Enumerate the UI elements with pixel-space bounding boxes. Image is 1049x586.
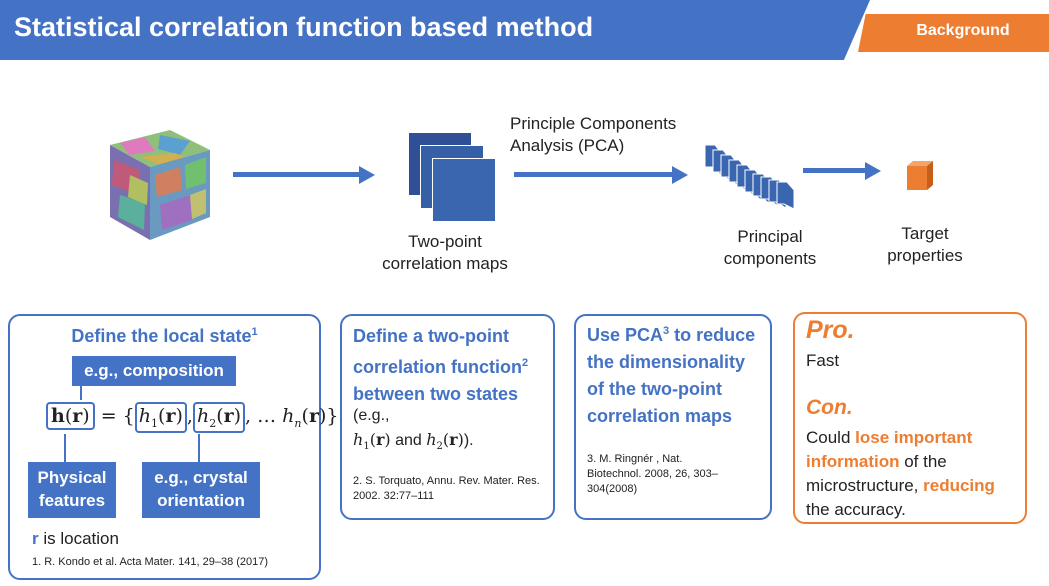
target-properties-label: Target properties	[887, 224, 963, 265]
local-state-equation: h(r) = {h1(r),h2(r), … hn(r)}	[46, 402, 338, 434]
title-banner	[0, 0, 870, 60]
correlation-maps-label: Two-point correlation maps	[382, 232, 508, 273]
pro-text: Fast	[806, 351, 840, 370]
section-tag	[858, 14, 1049, 52]
con-text: Could lose important information of the …	[806, 428, 995, 519]
target-cube-icon	[907, 161, 933, 190]
principal-components-label: Principal components	[723, 227, 817, 268]
crystal-orientation-box: e.g., crystal orientation	[142, 462, 260, 518]
panel1-heading: Define the local state1	[71, 326, 258, 346]
connector-composition	[80, 386, 82, 400]
flow-arrowhead-2	[672, 166, 688, 184]
page-title: Statistical correlation function based m…	[14, 12, 594, 42]
pro-heading: Pro.	[806, 316, 855, 344]
location-note: r is location	[32, 529, 119, 548]
flow-arrow-1	[233, 172, 361, 177]
section-tag-label: Background	[916, 22, 1010, 39]
panel2-body: (e.g., h1(r) and h2(r)).	[353, 407, 474, 453]
principal-components-stack	[704, 144, 795, 210]
composition-box: e.g., composition	[72, 356, 236, 386]
flow-arrow-3	[803, 168, 867, 173]
flow-arrowhead-3	[865, 162, 881, 180]
con-heading: Con.	[806, 396, 853, 419]
correlation-map-front	[432, 158, 496, 222]
citation-1: 1. R. Kondo et al. Acta Mater. 141, 29–3…	[32, 556, 269, 568]
microstructure-cube-image	[110, 130, 210, 240]
flow-arrow-2	[514, 172, 674, 177]
panel-correlation-function	[340, 314, 555, 520]
flow-arrowhead-1	[359, 166, 375, 184]
panel2-heading: Define a two-point correlation function2…	[353, 326, 529, 404]
panel-pca	[574, 314, 772, 520]
physical-features-box: Physical features	[28, 462, 116, 518]
panel3-heading: Use PCA3 to reduce the dimensionality of…	[587, 325, 756, 426]
connector-crystal	[198, 434, 200, 462]
pca-label: Principle Components Analysis (PCA)	[510, 114, 677, 155]
connector-physical	[64, 434, 66, 462]
panel-pros-cons	[793, 312, 1027, 524]
citation-3: 3. M. Ringnér , Nat. Biotechnol. 2008, 2…	[587, 453, 718, 495]
citation-2: 2. S. Torquato, Annu. Rev. Mater. Res. 2…	[353, 475, 540, 502]
